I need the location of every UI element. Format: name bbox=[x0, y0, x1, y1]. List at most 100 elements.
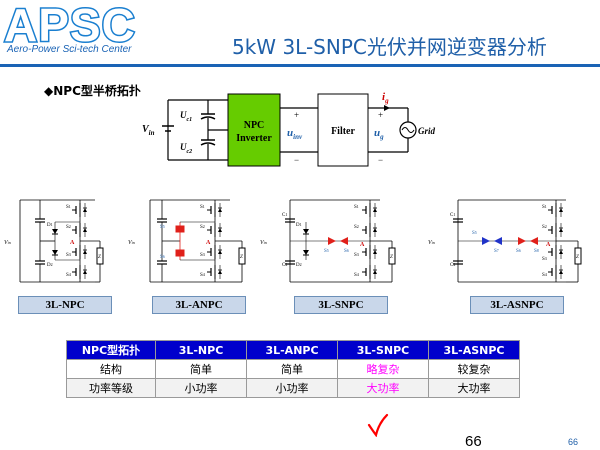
svg-text:ig: ig bbox=[382, 91, 389, 105]
ig-label: i bbox=[382, 91, 386, 103]
svg-text:C2: C2 bbox=[450, 262, 455, 268]
svg-text:S7: S7 bbox=[494, 248, 499, 254]
svg-text:ug: ug bbox=[374, 127, 384, 141]
topology-schematics: Vin S1 S2 S3 S4 D1 D2 A Z Vin bbox=[4, 199, 582, 283]
svg-text:S5: S5 bbox=[160, 224, 165, 230]
uinv-label: u bbox=[287, 127, 293, 139]
uinv-minus: − bbox=[294, 155, 299, 165]
svg-text:S1: S1 bbox=[542, 204, 547, 210]
svg-text:uinv: uinv bbox=[287, 127, 303, 141]
ug-label: u bbox=[374, 127, 380, 139]
logo-text: APSC bbox=[3, 0, 137, 52]
svg-text:Uc2: Uc2 bbox=[180, 142, 192, 155]
uinv-sub: inv bbox=[293, 133, 303, 141]
svg-text:S1: S1 bbox=[66, 204, 71, 210]
svg-text:S3: S3 bbox=[354, 252, 359, 258]
svg-text:S5: S5 bbox=[472, 230, 477, 236]
table-cell: 结构 bbox=[66, 359, 156, 379]
svg-text:S6: S6 bbox=[516, 248, 521, 254]
svg-text:S5: S5 bbox=[324, 248, 329, 254]
svg-text:S6: S6 bbox=[160, 254, 165, 260]
svg-text:S6: S6 bbox=[344, 248, 349, 254]
table-cell: 较复杂 bbox=[428, 359, 520, 379]
npc-label-line2: Inverter bbox=[236, 133, 272, 144]
svg-text:Vin: Vin bbox=[260, 240, 267, 246]
table-header-cell: 3L-ANPC bbox=[246, 340, 338, 360]
ug-minus: − bbox=[378, 155, 383, 165]
svg-text:S2: S2 bbox=[354, 224, 359, 230]
grid-label: Grid bbox=[418, 126, 436, 136]
svg-text:Vin: Vin bbox=[428, 240, 435, 246]
ug-plus: + bbox=[378, 110, 383, 120]
topology-label-asnpc: 3L-ASNPC bbox=[470, 296, 564, 314]
svg-text:A: A bbox=[546, 242, 551, 248]
svg-text:Vin: Vin bbox=[142, 124, 155, 137]
svg-text:Z: Z bbox=[98, 255, 101, 260]
topology-3l-asnpc-schematic: Vin C1 C2 S5 S7 S6 S8 S1 S2 S3 S4 A Z bbox=[428, 199, 582, 283]
svg-text:D1: D1 bbox=[296, 222, 302, 228]
svg-text:S4: S4 bbox=[354, 272, 359, 278]
table-row: 功率等级 小功率 小功率 大功率 大功率 bbox=[66, 378, 520, 398]
svg-text:C1: C1 bbox=[450, 212, 455, 218]
npc-label-line1: NPC bbox=[244, 120, 265, 131]
logo-subtitle: Aero-Power Sci-tech Center bbox=[7, 44, 132, 55]
svg-text:Z: Z bbox=[240, 255, 243, 260]
table-cell-highlight: 大功率 bbox=[337, 378, 429, 398]
svg-text:D2: D2 bbox=[47, 262, 53, 268]
table-header-cell: 3L-SNPC bbox=[337, 340, 429, 360]
check-mark-icon bbox=[367, 413, 389, 437]
svg-text:S2: S2 bbox=[200, 224, 205, 230]
svg-text:S8: S8 bbox=[534, 248, 539, 254]
svg-text:Vin: Vin bbox=[128, 240, 135, 246]
svg-text:S3: S3 bbox=[200, 252, 205, 258]
section-heading: ◆NPC型半桥拓扑 bbox=[44, 84, 141, 98]
svg-text:C2: C2 bbox=[282, 262, 287, 268]
vin-label: V bbox=[142, 124, 150, 135]
page-number-corner: 66 bbox=[568, 437, 579, 447]
topology-label-anpc: 3L-ANPC bbox=[152, 296, 246, 314]
topology-label-snpc: 3L-SNPC bbox=[294, 296, 388, 314]
ug-sub: g bbox=[379, 133, 384, 141]
svg-text:C1: C1 bbox=[282, 212, 287, 218]
svg-text:S3: S3 bbox=[542, 256, 547, 262]
filter-label: Filter bbox=[331, 126, 355, 137]
apsc-logo: APSC Aero-Power Sci-tech Center bbox=[3, 0, 137, 55]
table-header-cell: NPC型拓扑 bbox=[66, 340, 156, 360]
svg-text:S3: S3 bbox=[66, 252, 71, 258]
svg-text:A: A bbox=[206, 240, 211, 246]
vin-sub: in bbox=[149, 129, 155, 137]
table-row: 结构 简单 简单 略复杂 较复杂 bbox=[66, 359, 520, 379]
table-cell: 大功率 bbox=[428, 378, 520, 398]
topology-3l-npc-schematic: Vin S1 S2 S3 S4 D1 D2 A Z bbox=[4, 199, 104, 283]
svg-text:Uc1: Uc1 bbox=[180, 110, 192, 123]
svg-text:S2: S2 bbox=[542, 224, 547, 230]
uc1-label: U bbox=[180, 110, 187, 120]
svg-text:Z: Z bbox=[390, 255, 393, 260]
npc-inverter-block bbox=[227, 93, 281, 167]
topology-label-npc: 3L-NPC bbox=[18, 296, 112, 314]
svg-text:S1: S1 bbox=[354, 204, 359, 210]
table-cell: 小功率 bbox=[246, 378, 338, 398]
block-diagram: Vin Uc1 Uc2 NPC Inverter + uinv − Filter… bbox=[142, 91, 436, 167]
table-cell: 小功率 bbox=[155, 378, 247, 398]
table-cell-highlight: 略复杂 bbox=[337, 359, 429, 379]
svg-text:A: A bbox=[70, 240, 75, 246]
topology-comparison-table: NPC型拓扑 3L-NPC 3L-ANPC 3L-SNPC 3L-ASNPC 结… bbox=[66, 340, 520, 398]
svg-text:Vin: Vin bbox=[4, 240, 11, 246]
svg-text:S4: S4 bbox=[66, 272, 71, 278]
topology-3l-snpc-schematic: Vin C1 C2 D1 D2 S5 S6 S1 S2 S3 S4 A Z bbox=[260, 199, 396, 283]
table-cell: 简单 bbox=[155, 359, 247, 379]
svg-text:S4: S4 bbox=[200, 272, 205, 278]
svg-text:S1: S1 bbox=[200, 204, 205, 210]
title-divider bbox=[0, 64, 600, 67]
svg-text:S4: S4 bbox=[542, 272, 547, 278]
svg-text:Z: Z bbox=[576, 255, 579, 260]
ig-sub: g bbox=[384, 97, 389, 105]
table-cell: 简单 bbox=[246, 359, 338, 379]
svg-text:D1: D1 bbox=[47, 222, 53, 228]
svg-text:D2: D2 bbox=[296, 262, 302, 268]
table-header-cell: 3L-NPC bbox=[155, 340, 247, 360]
topology-3l-anpc-schematic: Vin S5 S6 S1 S2 S3 S4 A Z bbox=[128, 199, 246, 283]
table-header-row: NPC型拓扑 3L-NPC 3L-ANPC 3L-SNPC 3L-ASNPC bbox=[66, 340, 520, 360]
uc1-sub: c1 bbox=[187, 117, 193, 123]
